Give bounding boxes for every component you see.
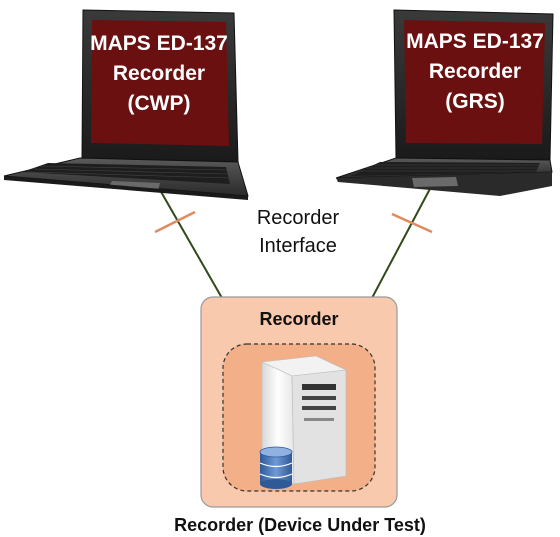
interface-marker-left	[154, 210, 196, 234]
laptop-grs-role: (GRS)	[445, 90, 505, 113]
connector-left	[159, 189, 223, 299]
diagram-caption: Recorder (Device Under Test)	[174, 515, 426, 535]
laptop-cwp-title: MAPS ED-137	[90, 32, 228, 55]
connector-right	[371, 184, 433, 299]
database-icon	[259, 446, 293, 489]
laptop-cwp-subtitle: Recorder	[113, 62, 205, 85]
interface-label-line1: Recorder	[257, 207, 340, 229]
interface-label-line2: Interface	[259, 235, 337, 257]
laptop-cwp-screen	[91, 20, 229, 146]
laptop-grs-title: MAPS ED-137	[406, 30, 544, 53]
laptop-grs-subtitle: Recorder	[429, 60, 521, 83]
laptop-grs: MAPS ED-137 Recorder (GRS)	[335, 9, 554, 196]
laptop-grs-keyboard	[350, 162, 540, 176]
laptop-cwp-role: (CWP)	[128, 92, 191, 115]
recorder-box-title: Recorder	[259, 309, 338, 329]
laptop-cwp-keyboard	[22, 163, 230, 184]
interface-marker-right	[391, 212, 433, 234]
laptop-grs-screen	[404, 20, 545, 144]
laptop-cwp: MAPS ED-137 Recorder (CWP)	[3, 9, 249, 200]
